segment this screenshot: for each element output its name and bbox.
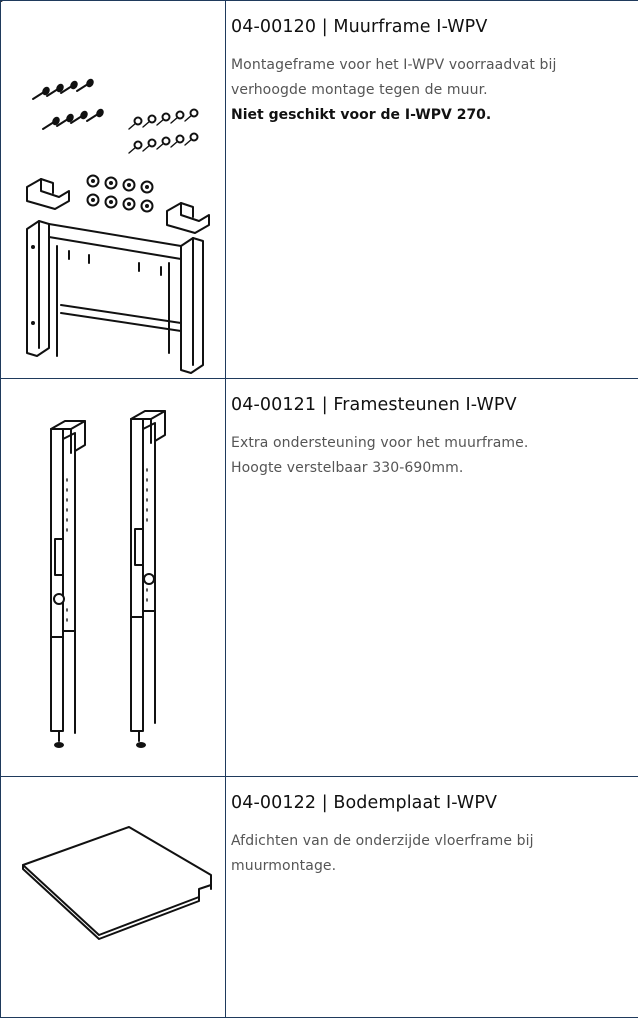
product-info-cell: 04-00120 | Muurframe I-WPV Montageframe …	[226, 1, 638, 379]
frame-supports-icon	[1, 379, 226, 776]
product-image-cell	[1, 1, 226, 379]
product-description: Montageframe voor het I-WPV voorraadvat …	[231, 53, 634, 103]
product-row: 04-00120 | Muurframe I-WPV Montageframe …	[1, 1, 638, 379]
product-description: Afdichten van de onderzijde vloerframe b…	[231, 829, 634, 879]
bottom-plate-icon	[1, 777, 226, 1017]
product-description-line: Hoogte verstelbaar 330-690mm.	[231, 456, 634, 481]
product-title: 04-00121 | Framesteunen I-WPV	[231, 395, 634, 415]
product-image-cell	[1, 379, 226, 777]
product-info-cell: 04-00122 | Bodemplaat I-WPV Afdichten va…	[226, 777, 638, 1018]
product-title: 04-00120 | Muurframe I-WPV	[231, 17, 634, 37]
wall-frame-kit-icon	[1, 1, 226, 378]
product-title: 04-00122 | Bodemplaat I-WPV	[231, 793, 634, 813]
product-description-line: Extra ondersteuning voor het muurframe.	[231, 431, 634, 456]
product-row: 04-00122 | Bodemplaat I-WPV Afdichten va…	[1, 777, 638, 1018]
product-row: 04-00121 | Framesteunen I-WPV Extra onde…	[1, 379, 638, 777]
product-info-cell: 04-00121 | Framesteunen I-WPV Extra onde…	[226, 379, 638, 777]
product-note: Niet geschikt voor de I-WPV 270.	[231, 103, 634, 128]
product-image-cell	[1, 777, 226, 1018]
